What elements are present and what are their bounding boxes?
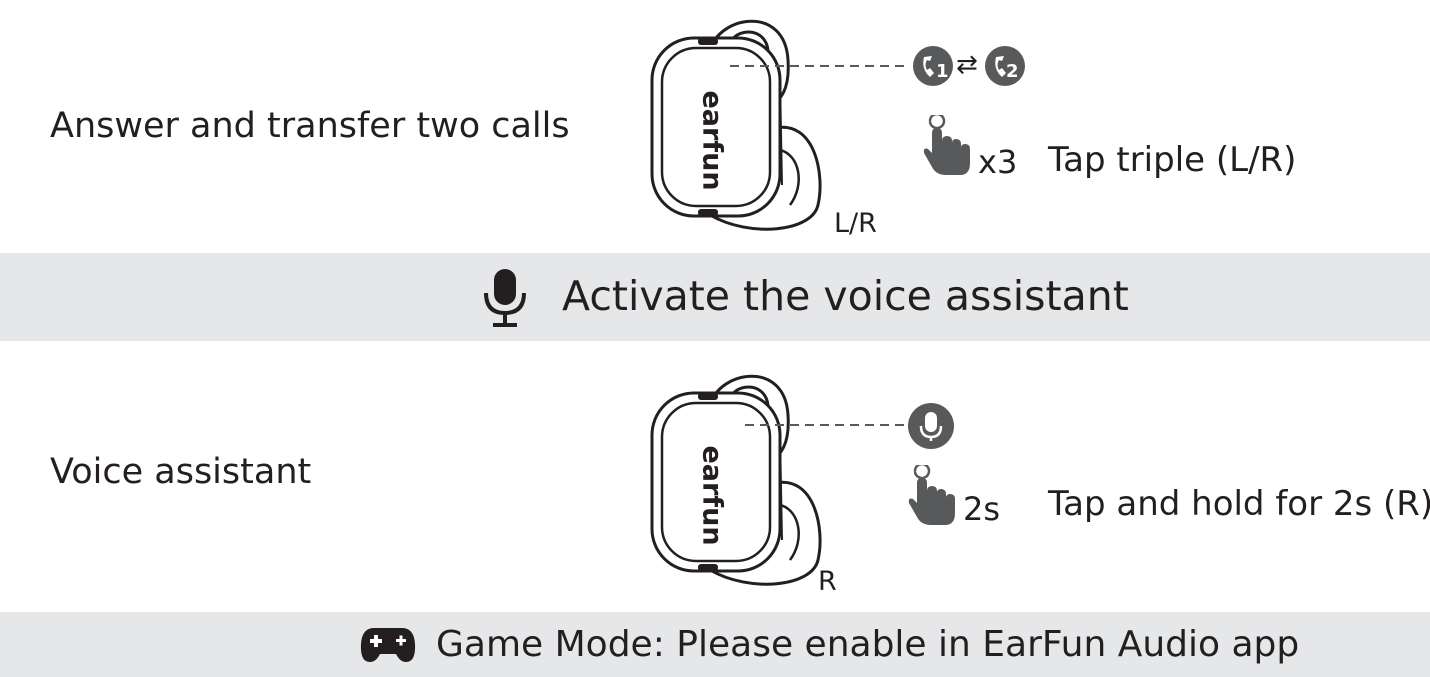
brand-logo: earfun bbox=[696, 445, 728, 546]
game-mode-band: Game Mode: Please enable in EarFun Audio… bbox=[0, 612, 1430, 677]
leader-line bbox=[745, 424, 905, 426]
action-text: Tap triple (L/R) bbox=[1048, 140, 1297, 180]
voice-assistant-band: Activate the voice assistant bbox=[0, 253, 1430, 341]
call-1-icon: 1 bbox=[913, 46, 953, 86]
call-2-icon: 2 bbox=[985, 46, 1025, 86]
tap-count: x3 bbox=[978, 143, 1018, 181]
svg-text:2: 2 bbox=[1006, 61, 1019, 82]
earbud-icon bbox=[650, 374, 822, 586]
section-title: Voice assistant bbox=[50, 452, 312, 492]
band-label: Activate the voice assistant bbox=[562, 272, 1129, 320]
svg-text:1: 1 bbox=[936, 61, 949, 82]
tap-hand-icon bbox=[908, 465, 955, 525]
leader-line bbox=[730, 65, 910, 67]
hold-time: 2s bbox=[963, 490, 1001, 528]
brand-logo: earfun bbox=[696, 90, 728, 191]
microphone-icon bbox=[908, 403, 954, 449]
action-text: Tap and hold for 2s (R) bbox=[1048, 484, 1430, 524]
band-label: Game Mode: Please enable in EarFun Audio… bbox=[436, 624, 1300, 665]
tap-hand-icon bbox=[923, 115, 970, 175]
section-title: Answer and transfer two calls bbox=[50, 106, 570, 146]
side-label: L/R bbox=[834, 208, 877, 239]
microphone-icon bbox=[484, 269, 526, 327]
side-label: R bbox=[818, 566, 837, 597]
gamepad-icon bbox=[360, 628, 416, 662]
swap-arrows-icon: ⇄ bbox=[956, 50, 978, 80]
earbud-icon bbox=[650, 19, 822, 231]
